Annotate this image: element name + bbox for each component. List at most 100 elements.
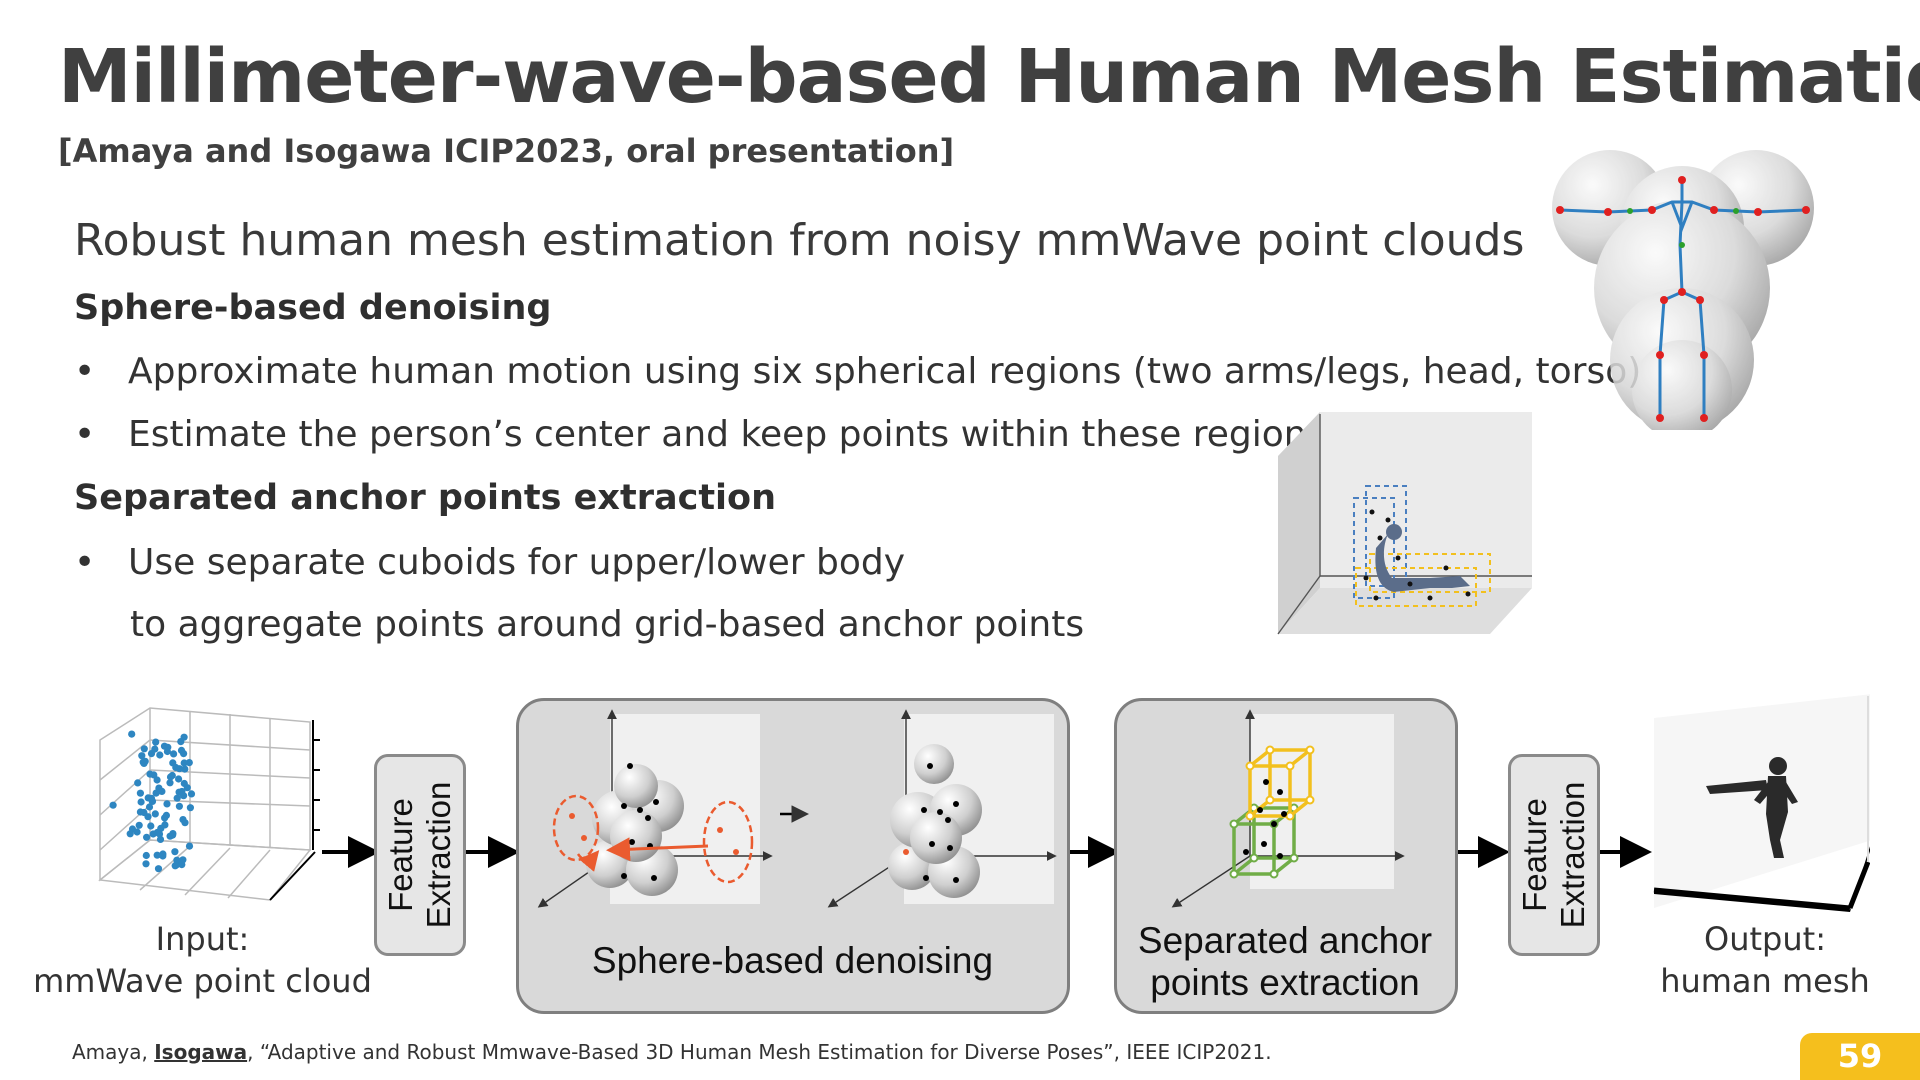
- section-heading-sphere: Sphere-based denoising: [74, 288, 552, 328]
- bullet-marker: •: [74, 414, 96, 455]
- point-cloud-point: [136, 789, 144, 797]
- point-cloud-point: [148, 797, 157, 805]
- point-cloud-point: [126, 830, 134, 838]
- point-cloud-point: [154, 865, 163, 873]
- point-cloud-point: [155, 830, 164, 838]
- point-cloud-point: [181, 819, 189, 827]
- slide-subtitle: [Amaya and Isogawa ICIP2023, oral presen…: [58, 132, 955, 170]
- output-label: Output: human mesh: [1640, 918, 1890, 1002]
- point-cloud-point: [145, 803, 154, 811]
- point-cloud-point: [187, 790, 196, 798]
- point-cloud-point: [156, 751, 164, 759]
- point-cloud-point: [175, 775, 183, 783]
- point-cloud-point: [164, 743, 172, 751]
- grid: [98, 707, 312, 901]
- point-cloud-point: [147, 822, 155, 830]
- anchor-label-line1: Separated anchor: [1137, 920, 1433, 961]
- point-cloud-point: [159, 852, 167, 860]
- section-heading-anchor: Separated anchor points extraction: [74, 478, 777, 518]
- point-cloud-point: [128, 730, 136, 738]
- input-label: Input: mmWave point cloud: [30, 918, 375, 1002]
- bullet-item: • Estimate the person’s center and keep p…: [74, 414, 1325, 455]
- point-cloud-point: [155, 784, 163, 792]
- input-label-line1: Input:: [155, 920, 250, 958]
- anchor-extraction-illustration: [1171, 709, 1405, 908]
- anchor-label-line2: points extraction: [1150, 962, 1420, 1003]
- point-cloud-point: [140, 745, 148, 753]
- bullet-text: Use separate cuboids for upper/lower bod…: [128, 542, 906, 583]
- footnote-author: Isogawa: [154, 1040, 248, 1064]
- point-cloud-point: [185, 842, 194, 850]
- anchor-extraction-label: Separated anchor points extraction: [1116, 920, 1454, 1004]
- footnote-citation: Amaya, Isogawa, “Adaptive and Robust Mmw…: [72, 1040, 1272, 1064]
- sphere-skeleton-figure: [1552, 150, 1814, 430]
- feature-extraction-block-2: Feature Extraction: [1508, 754, 1600, 956]
- point-cloud-point: [180, 733, 188, 741]
- cuboid-anchor-figure: [1277, 412, 1532, 635]
- point-cloud-point: [153, 776, 161, 784]
- input-label-line2: mmWave point cloud: [33, 962, 372, 1000]
- skeleton-joints: [1556, 176, 1810, 422]
- point-cloud-point: [109, 801, 117, 809]
- point-cloud-point: [142, 851, 150, 860]
- point-cloud-point: [186, 804, 194, 812]
- point-cloud-point: [150, 771, 158, 779]
- fe1-line2: Extraction: [420, 781, 457, 929]
- point-cloud-point: [141, 757, 149, 765]
- bullet-text: Estimate the person’s center and keep po…: [128, 414, 1326, 455]
- point-cloud-point: [134, 779, 142, 787]
- point-cloud-point: [142, 860, 150, 868]
- lower-cuboid: [1369, 553, 1491, 593]
- point-cloud-points: [109, 730, 196, 873]
- point-cloud-point: [133, 828, 141, 836]
- wall-left: [1278, 412, 1320, 634]
- output-label-line1: Output:: [1704, 920, 1826, 958]
- page-number: 59: [1800, 1033, 1920, 1080]
- bullet-item: • Use separate cuboids for upper/lower bo…: [74, 542, 905, 583]
- point-cloud-point: [156, 835, 165, 843]
- point-cloud-point: [178, 861, 186, 869]
- denoise-before-panel: [537, 709, 773, 908]
- upper-cuboid: [1365, 485, 1407, 587]
- point-cloud-point: [170, 750, 178, 758]
- points: [1363, 509, 1471, 601]
- feature-extraction-label: Feature Extraction: [382, 782, 458, 929]
- point-cloud-point: [175, 788, 183, 796]
- sphere-denoising-label: Sphere-based denoising: [591, 940, 994, 981]
- bullet-marker: •: [74, 542, 96, 583]
- output-label-line2: human mesh: [1660, 962, 1870, 1000]
- point-cloud-point: [175, 802, 183, 810]
- point-cloud-point: [169, 830, 177, 838]
- point-cloud-point: [171, 848, 179, 856]
- skeleton-joints-minor: [1627, 208, 1739, 248]
- footnote-suffix: , “Adaptive and Robust Mmwave-Based 3D H…: [247, 1040, 1272, 1064]
- point-cloud-point: [153, 851, 161, 859]
- point-cloud-point: [162, 811, 170, 819]
- point-cloud-point: [144, 813, 152, 821]
- point-cloud-point: [173, 794, 181, 802]
- axis-ticks: [269, 720, 320, 901]
- point-cloud-point: [151, 745, 159, 753]
- input-point-cloud-plot: [98, 707, 320, 901]
- bullet-marker: •: [74, 351, 96, 392]
- point-cloud-point: [136, 808, 144, 816]
- bullet-continuation: to aggregate points around grid-based an…: [130, 604, 1085, 645]
- point-cloud-point: [175, 765, 184, 773]
- floor: [1278, 588, 1532, 634]
- point-cloud-point: [166, 773, 175, 781]
- wall-back: [1320, 412, 1532, 588]
- point-cloud-point: [166, 779, 174, 787]
- point-cloud-point: [180, 759, 188, 767]
- point-cloud-point: [135, 821, 143, 829]
- lead-text: Robust human mesh estimation from noisy …: [74, 215, 1525, 266]
- fe2-line1: Feature: [1516, 798, 1553, 912]
- person-mesh: [1375, 534, 1470, 592]
- skeleton-lines: [1559, 180, 1807, 418]
- point-cloud-point: [152, 738, 160, 746]
- point-cloud-point: [143, 833, 151, 841]
- point-cloud-point: [183, 784, 191, 792]
- human-silhouette: [1706, 757, 1798, 858]
- slide-title: Millimeter-wave-based Human Mesh Estimat…: [58, 34, 1920, 120]
- point-cloud-point: [180, 750, 188, 758]
- point-cloud-point: [151, 810, 159, 818]
